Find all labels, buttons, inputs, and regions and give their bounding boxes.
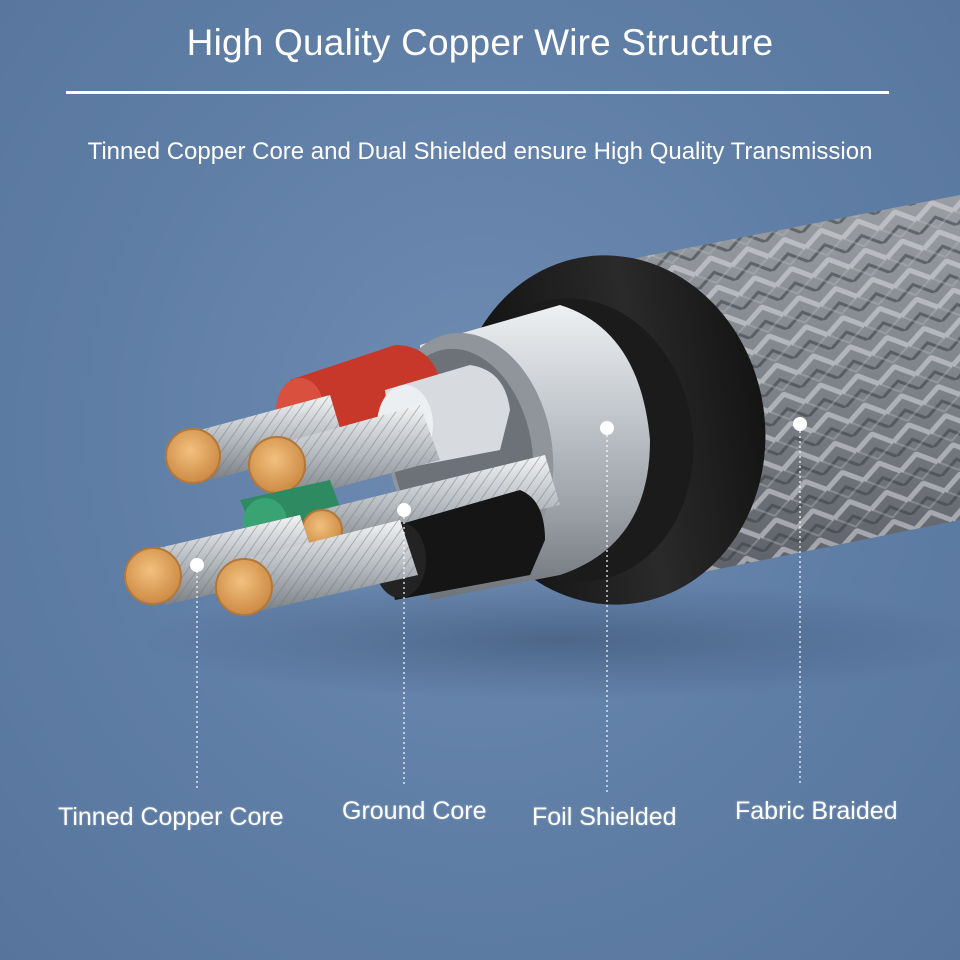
- lower-conductors: [124, 515, 418, 616]
- white-conductor: [248, 365, 510, 500]
- callout-label-fabric-braided: Fabric Braided: [735, 797, 898, 825]
- copper-core-end: [215, 558, 273, 616]
- callout-foil-shielded-marker: [600, 421, 614, 795]
- callout-fabric-braided-marker: [793, 417, 807, 785]
- copper-core-end: [124, 547, 182, 605]
- callout-label-ground-core: Ground Core: [342, 797, 487, 825]
- copper-core-end: [165, 428, 221, 484]
- callout-label-tinned-copper-core: Tinned Copper Core: [58, 803, 284, 831]
- callout-ground-core-marker: [397, 503, 411, 785]
- copper-core-end: [248, 436, 306, 494]
- callout-label-foil-shielded: Foil Shielded: [532, 803, 677, 831]
- page-subtitle: Tinned Copper Core and Dual Shielded ens…: [87, 138, 873, 165]
- callout-tinned-copper-core-marker: [190, 558, 204, 790]
- page-title: High Quality Copper Wire Structure: [186, 22, 774, 63]
- title-divider: [66, 91, 889, 94]
